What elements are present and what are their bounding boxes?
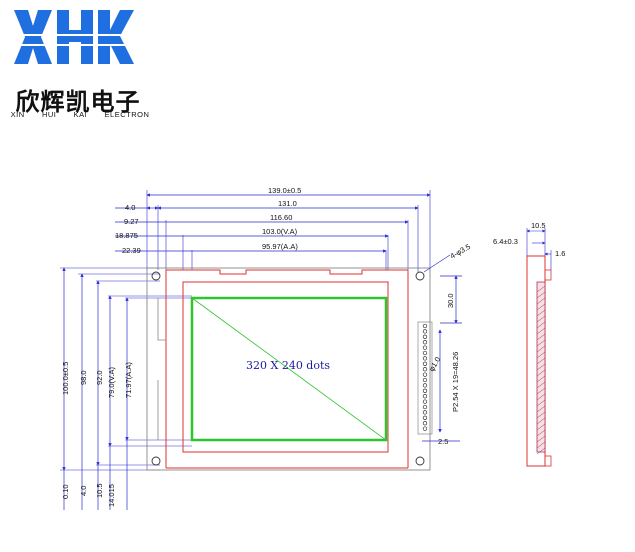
connector-pin [422,350,428,356]
hatch-line [536,297,546,305]
connector-pin [422,345,428,350]
pin-margin-dim: 2.5 [438,437,448,446]
brand-word: XIN [10,110,25,119]
hatch-line [536,381,546,389]
hatch-line [536,375,546,383]
dim-offset-bottom-2: 4.0 [79,486,88,496]
connector-pin [422,415,428,420]
brand-word: KAI [73,110,88,119]
dim-bezel-offset-x: 9.27 [124,217,139,226]
brand-word: ELECTRON [104,110,150,119]
xhk-logo-mark [14,10,134,64]
dim-offset-bottom-4: 14.015 [107,484,116,507]
hatch-line [536,447,546,455]
side-thickness-dim: 10.5 [531,221,546,230]
width-dimension-lines [115,193,431,253]
brand-word: HUI [41,110,57,119]
connector-pin [422,404,428,410]
frame-detail [157,298,166,440]
connector-pin [422,388,428,393]
connector-pin [422,372,428,377]
connector-outline [417,321,433,435]
mounting-hole [415,271,425,281]
hatch-line [536,399,546,407]
hatch-line [536,387,546,395]
dim-va-offset-x: 18.875 [115,231,138,240]
connector-pin [422,377,428,383]
dim-aa-width: 95.97(A.A) [262,242,298,251]
dim-hole-offset-x: 4.0 [125,203,135,212]
dim-overall-width: 139.0±0.5 [268,186,301,195]
bezel-outline [165,269,409,469]
connector-pins [422,323,428,431]
dim-hole-pitch-y: 98.0 [79,370,88,385]
resolution-label: 320 X 240 dots [246,359,330,372]
hatch-line [536,429,546,437]
connector-pin [422,356,428,361]
hatch-line [536,303,546,311]
viewing-area [190,296,388,442]
brand-name-chinese: 欣辉凯电子 [15,88,141,116]
mounting-holes [151,271,425,466]
hatch-line [536,405,546,413]
connector-pin [422,323,428,329]
hatch-line [536,369,546,377]
hatch-line [536,423,546,431]
hatch-line [536,357,546,365]
connector-pin [422,334,428,339]
hatch-line [536,309,546,317]
dim-aa-offset-x: 22.39 [122,246,141,255]
hatch-line [536,441,546,449]
connector-pin [422,383,428,388]
hatch-line [536,285,546,293]
dim-offset-bottom-1: 0.10 [61,484,70,499]
dim-va-height: 79.0(V.A) [107,367,116,398]
connector-pin [422,410,428,415]
hatch-line [536,345,546,353]
hatch-line [536,417,546,425]
pin-offset-dim: 30.0 [446,293,455,308]
hatch-line [536,363,546,371]
dim-bezel-height: 92.0 [95,370,104,385]
mounting-hole [151,271,161,281]
hatch-line [536,321,546,329]
module-frame [146,267,431,471]
pin-pitch-dim: P2.54 X 19=48.26 [451,352,460,412]
connector-pin [422,426,428,431]
connector-pin [422,340,428,345]
viewing-area-diagonal [191,297,387,441]
connector-pin [422,361,428,366]
brand-name-english: XIN HUI KAI ELECTRON [2,110,158,119]
dim-hole-pitch-x: 131.0 [278,199,297,208]
hatch-line [536,411,546,419]
connector-pin [422,367,428,372]
height-dimension-lines [62,267,129,510]
side-view [526,228,552,467]
dim-va-width: 103.0(V.A) [262,227,298,236]
dim-offset-bottom-3: 10.5 [95,483,104,498]
hole-label: 4-φ3.5 [449,242,473,261]
hatch-line [536,351,546,359]
mounting-hole [415,456,425,466]
hatch-line [536,315,546,323]
hatch-line [536,291,546,299]
dim-overall-height: 100.0±0.5 [61,362,70,395]
extension-lines [60,190,431,471]
connector-pin [422,394,428,399]
hatch-line [536,327,546,335]
hatch-line [536,435,546,443]
brand-logo: 欣辉凯电子 XIN HUI KAI ELECTRON [0,0,160,125]
side-glass-dim: 6.4±0.3 [493,237,518,246]
connector-pin [422,399,428,404]
hatch-line [536,333,546,341]
side-edge-dim: 1.6 [555,249,565,258]
dim-bezel-width: 116.60 [270,213,292,222]
dim-aa-height: 71.97(A.A) [124,362,133,398]
connector-pin [422,329,428,334]
hatch-line [536,339,546,347]
mounting-hole [151,456,161,466]
hatch-line [536,393,546,401]
connector-pin [422,421,428,426]
